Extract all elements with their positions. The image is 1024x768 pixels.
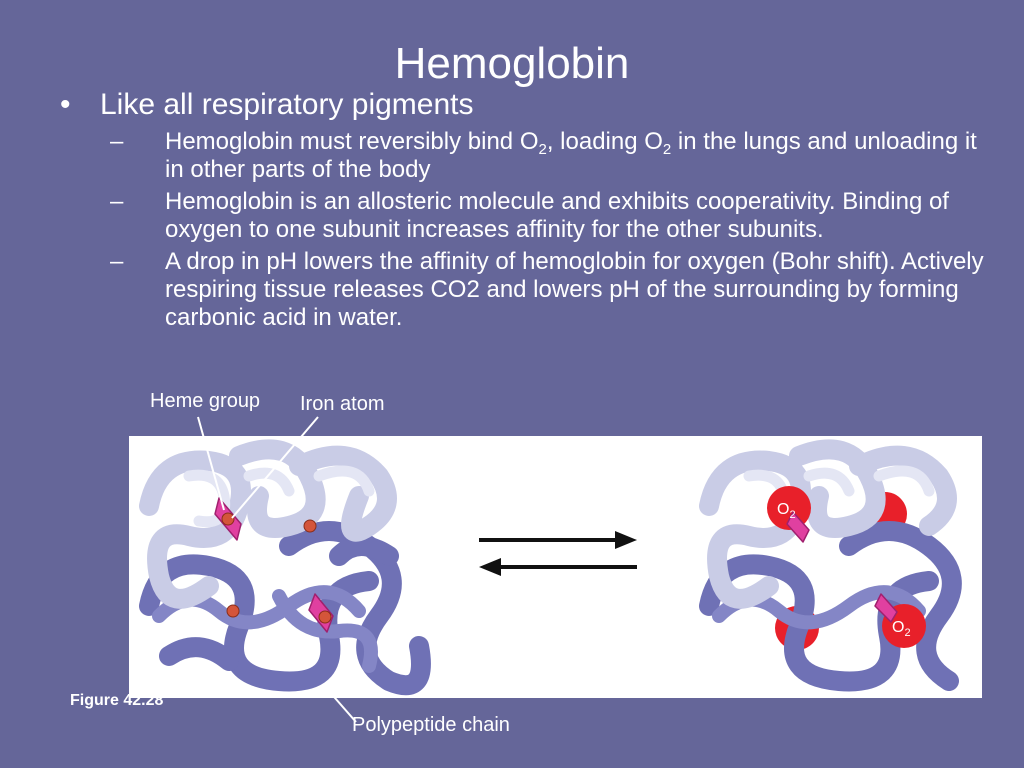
oxy-hemoglobin: O2 O2	[699, 439, 962, 692]
chain-leader-line	[327, 689, 357, 723]
subpoint-dash: –	[110, 188, 124, 215]
heme-group-label: Heme group	[150, 390, 261, 412]
polypeptide-chain	[313, 465, 375, 497]
polypeptide-chain	[699, 450, 811, 609]
bullet-dot: •	[60, 88, 71, 121]
heme-leader-line	[197, 416, 225, 511]
subpoint-1-text-c: in the lungs and unloading it in other p…	[165, 128, 977, 183]
iron-atom	[318, 610, 332, 624]
polypeptide-chain	[839, 521, 962, 691]
polypeptide-chain	[139, 450, 251, 609]
subpoint-2-text: Hemoglobin is an allosteric molecule and…	[165, 188, 949, 243]
iron-atom-label: Iron atom	[300, 393, 385, 415]
main-bullet-text: Like all respiratory pigments	[100, 88, 474, 121]
polypeptide-chain	[183, 467, 295, 528]
heme-group	[786, 511, 810, 543]
polypeptide-chain	[229, 439, 326, 538]
figure-caption: Figure 42.28	[70, 692, 164, 709]
subpoint-2: – Hemoglobin is an allosteric molecule a…	[110, 188, 990, 244]
subpoint-3-text: A drop in pH lowers the affinity of hemo…	[165, 248, 984, 331]
hemoglobin-figure: O2 O2	[129, 436, 982, 698]
subpoint-dash: –	[110, 248, 124, 275]
iron-atom	[221, 512, 235, 526]
subpoint-list: – Hemoglobin must reversibly bind O2, lo…	[110, 128, 990, 336]
polypeptide-chain	[159, 536, 399, 671]
o2-label: O2	[777, 501, 796, 521]
iron-atom	[303, 519, 317, 533]
subscript-2: 2	[662, 141, 672, 158]
polypeptide-chain	[289, 445, 397, 542]
hemoglobin-illustration: O2 O2	[139, 439, 962, 696]
iron-leader-line	[231, 416, 319, 519]
heme-group	[874, 593, 898, 623]
iron-atom	[226, 604, 240, 618]
slide-title: Hemoglobin	[394, 39, 630, 88]
subpoint-dash: –	[110, 128, 124, 155]
subpoint-1-text-a: Hemoglobin must reversibly bind O	[165, 128, 539, 155]
heme-group	[308, 593, 334, 633]
subpoint-1: – Hemoglobin must reversibly bind O2, lo…	[110, 128, 990, 184]
o2-label: O2	[892, 619, 911, 639]
subscript-2: 2	[538, 141, 547, 158]
deoxy-hemoglobin	[139, 439, 431, 696]
polypeptide-chain	[789, 439, 886, 538]
polypeptide-chain-label: Polypeptide chain	[352, 714, 510, 736]
subpoint-3: – A drop in pH lowers the affinity of he…	[110, 248, 990, 332]
polypeptide-chain	[849, 445, 957, 536]
heme-group	[214, 497, 242, 541]
subpoint-1-text-b: , loading O	[546, 128, 663, 155]
polypeptide-chain	[272, 589, 378, 673]
equilibrium-arrows	[479, 531, 637, 576]
